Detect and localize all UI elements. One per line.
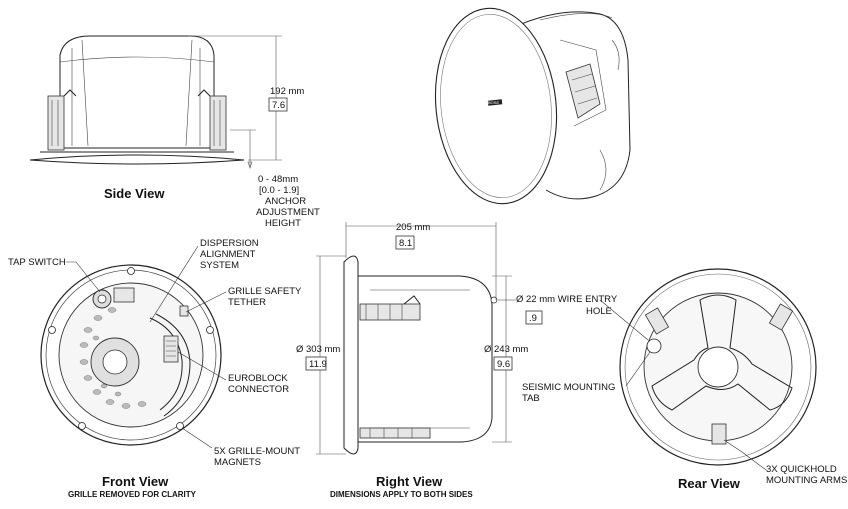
anchor-line-4: ADJUSTMENT xyxy=(256,207,320,218)
depth-in-box xyxy=(395,235,415,250)
right-view-drawing xyxy=(316,222,516,455)
cutout-dia-mm: Ø 243 mm xyxy=(484,344,528,355)
front-view-subtitle: GRILLE REMOVED FOR CLARITY xyxy=(68,490,197,499)
cutout-dia-in: 9.6 xyxy=(497,359,510,370)
callout-dispersion-1: DISPERSION xyxy=(200,238,259,249)
outer-dia-in: 11.9 xyxy=(309,359,327,370)
wire-entry-in: .9 xyxy=(529,313,537,324)
callout-quickhold-2: MOUNTING ARMS xyxy=(766,475,847,486)
callout-magnets-1: 5X GRILLE-MOUNT xyxy=(214,446,300,457)
brand-mark: BOSE xyxy=(488,100,499,105)
perforation-pattern xyxy=(79,307,147,409)
callout-euroblock-1: EUROBLOCK xyxy=(228,373,288,384)
side-height-in: 7.6 xyxy=(272,100,285,111)
anchor-line-3: ANCHOR xyxy=(265,196,306,207)
callout-seismic-1: SEISMIC MOUNTING xyxy=(522,382,615,393)
callout-seismic-2: TAB xyxy=(522,393,540,404)
anchor-line-2: [0.0 - 1.9] xyxy=(259,185,299,196)
right-view-title: Right View xyxy=(376,474,443,489)
front-view-title: Front View xyxy=(102,474,169,489)
outer-dia-mm: Ø 303 mm xyxy=(296,344,340,355)
rear-view-title: Rear View xyxy=(678,476,741,491)
side-view-title: Side View xyxy=(104,186,165,201)
wire-entry-in-box xyxy=(525,310,543,325)
right-view-subtitle: DIMENSIONS APPLY TO BOTH SIDES xyxy=(330,490,473,499)
rear-view-drawing xyxy=(599,268,817,471)
callout-quickhold-1: 3X QUICKHOLD xyxy=(766,464,837,475)
callout-tap-switch: TAP SWITCH xyxy=(8,257,66,268)
wire-entry-2: HOLE xyxy=(586,306,612,317)
anchor-line-1: 0 - 48mm xyxy=(258,174,298,185)
callout-tether-2: TETHER xyxy=(228,297,266,308)
outer-dia-in-box xyxy=(305,356,327,371)
callout-euroblock-2: CONNECTOR xyxy=(228,384,289,395)
depth-mm: 205 mm xyxy=(396,222,430,233)
callout-dispersion-2: ALIGNMENT xyxy=(200,249,256,260)
callout-tether-1: GRILLE SAFETY xyxy=(228,286,302,297)
side-view-drawing xyxy=(29,35,282,169)
cutout-dia-in-box xyxy=(493,356,513,371)
anchor-line-5: HEIGHT xyxy=(265,218,301,229)
side-height-mm: 192 mm xyxy=(270,86,304,97)
isometric-view-drawing xyxy=(434,7,631,205)
front-view-drawing xyxy=(40,245,227,449)
side-height-in-box xyxy=(268,97,288,112)
depth-in: 8.1 xyxy=(399,238,412,249)
callout-dispersion-3: SYSTEM xyxy=(200,260,239,271)
callout-magnets-2: MAGNETS xyxy=(214,457,261,468)
wire-entry-1: Ø 22 mm WIRE ENTRY xyxy=(516,294,618,305)
